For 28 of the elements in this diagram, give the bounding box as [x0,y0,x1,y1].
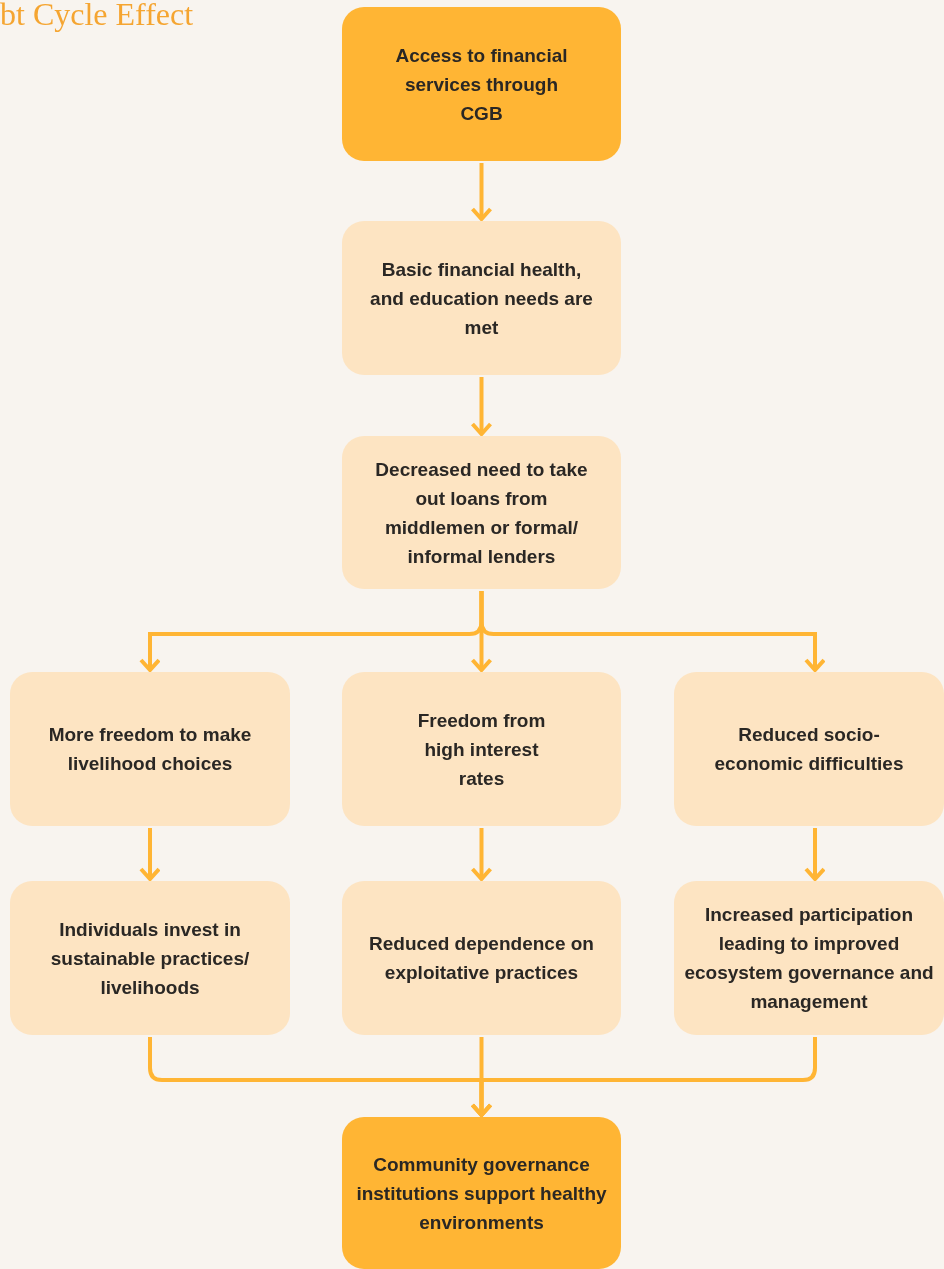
process-box [342,672,621,826]
box-text: Freedom from high interest rates [416,708,547,791]
box-text: Individuals invest in sustainable practices/ livelihoods [49,917,251,1000]
box-text: Basic financial health, and education needs are met [369,257,594,340]
process-box [10,881,290,1035]
process-box [674,672,944,826]
arrow [139,828,161,881]
process-box [342,881,621,1035]
arrow [470,828,493,881]
process-box [674,881,944,1035]
box-text: Access to financial services through CGB [394,43,569,126]
highlight-box [342,7,621,161]
arrow [470,1037,817,1117]
diagram-title: bt Cycle Effect [0,0,194,34]
box-text: Community governance institutions support healthy environments [355,1152,608,1235]
process-box [342,221,621,375]
box-text: Reduced dependence on exploitative practices [368,932,595,985]
box-text: Reduced socio-economic difficulties [714,723,904,776]
highlight-box [342,1117,621,1269]
arrow [470,163,493,221]
box-text: More freedom to make livelihood choices [47,723,253,776]
process-box [342,436,621,589]
box-text: Increased participation leading to improved ecosystem governance and management [683,903,935,1014]
process-box [10,672,290,826]
arrow [804,828,826,881]
arrow [479,591,826,672]
arrow [470,377,493,436]
box-text: Decreased need to take out loans from middlemen or formal/ informal lenders [374,457,589,569]
